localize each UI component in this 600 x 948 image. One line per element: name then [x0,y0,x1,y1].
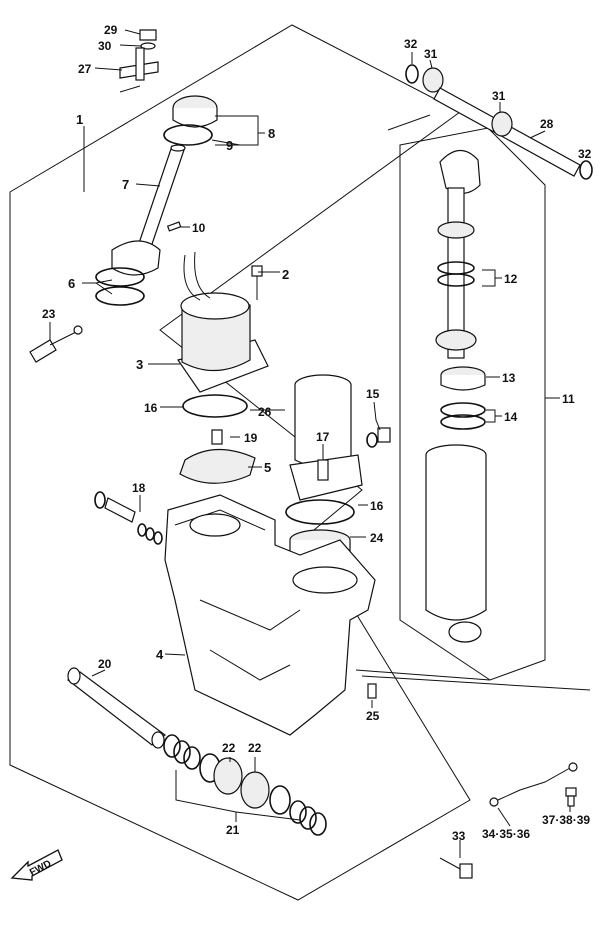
callout-15: 15 [366,387,380,401]
callout-1: 1 [76,112,83,127]
callout-32b: 32 [578,147,592,161]
part-15-plug [366,427,391,448]
part-7-pipe [111,144,186,276]
callout-31b: 31 [492,89,506,103]
callout-21: 21 [226,823,240,837]
callout-7: 7 [122,177,129,192]
part-3-motor [177,251,269,393]
callout-20: 20 [98,657,112,671]
part-17-bolt [317,459,329,481]
leader-lines [49,29,591,858]
part-32-ring-a [405,64,419,84]
callout-16a: 16 [144,401,158,415]
callout-4: 4 [156,647,164,662]
part-25-bolt [367,683,377,699]
callout-2: 2 [282,267,289,282]
callout-8: 8 [268,126,275,141]
part-4-pump-body [164,494,376,736]
callout-14: 14 [504,410,518,424]
callout-29: 29 [104,23,118,37]
callout-12: 12 [504,272,518,286]
part-20-shaft [66,667,166,749]
callout-30: 30 [98,39,112,53]
part-33-bolt [439,857,473,879]
callout-37-38-39: 37·38·39 [542,813,590,827]
callout-24: 24 [370,531,384,545]
part-32-ring-b [579,160,593,180]
part-5-plate [179,448,256,484]
callout-31a: 31 [424,47,438,61]
fwd-arrow-icon: FWD [10,849,63,881]
part-29-bolt [139,29,157,41]
part-8-cap [172,95,218,128]
callout-5: 5 [264,460,271,475]
part-18-valve-set [94,491,163,545]
part-27-bracket [119,47,159,81]
callout-28: 28 [540,117,554,131]
part-9-o-ring [163,124,213,146]
callout-22b: 22 [248,741,262,755]
callout-11: 11 [562,392,575,406]
assembly-outline-1 [9,24,471,901]
callout-9: 9 [226,138,233,153]
part-10-pin [166,221,182,232]
callout-19: 19 [244,431,258,445]
part-34-35-36-wire [489,762,578,807]
callout-3: 3 [136,357,143,372]
part-26-reservoir [289,374,363,501]
callout-33: 33 [452,829,466,843]
callout-32a: 32 [404,37,418,51]
part-19-fitting [211,429,223,445]
part-23-valve [29,325,83,363]
callout-6: 6 [68,276,75,291]
callout-23: 23 [42,307,56,321]
callout-26: 26 [258,405,272,419]
callout-labels: 29 30 27 1 8 9 7 10 6 2 23 3 16 19 5 26 … [42,23,592,843]
part-13-piston [440,366,486,391]
callout-34-35-36: 34·35·36 [482,827,530,841]
part-6-o-rings [95,267,145,306]
callout-10: 10 [192,221,206,235]
part-21-seal-set [163,734,327,836]
part-12-rings [437,261,475,287]
part-22-seals [213,757,270,809]
callout-13: 13 [502,371,516,385]
callout-16b: 16 [370,499,384,513]
part-31-bushing-a [422,67,444,93]
callout-25: 25 [366,709,380,723]
callout-22a: 22 [222,741,236,755]
part-14-rings [440,402,486,430]
callout-27: 27 [78,62,92,76]
part-31-bushing-b [491,111,513,137]
callout-18: 18 [132,481,146,495]
part-16-o-ring-a [182,394,248,418]
part-16-o-ring-b [285,499,355,525]
fwd-label: FWD [28,858,53,878]
part-2-bolt [251,265,263,300]
callout-17: 17 [316,430,330,444]
part-37-38-39-bolt [565,787,577,807]
part-11-cylinder [425,149,487,643]
